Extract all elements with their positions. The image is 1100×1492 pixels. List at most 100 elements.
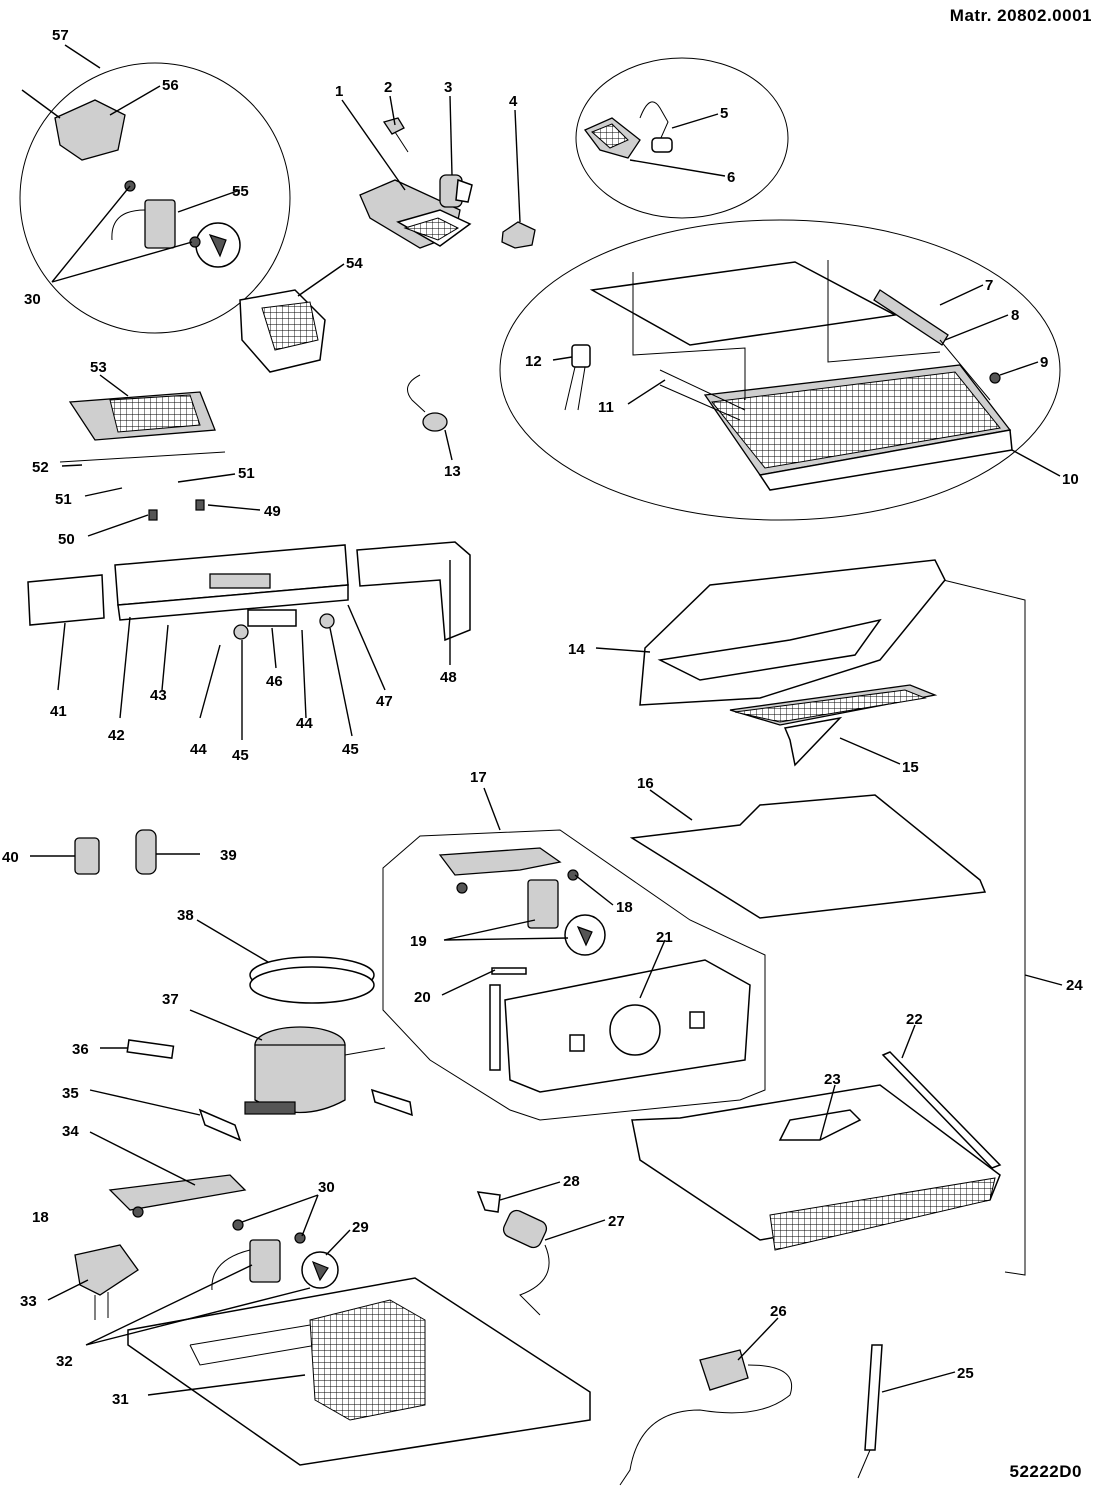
callout-55: 55 xyxy=(232,183,249,200)
part-door-switch xyxy=(583,101,673,159)
callout-40: 40 xyxy=(2,849,19,866)
part-compressor-ring xyxy=(249,956,375,1004)
callout-49: 49 xyxy=(264,503,281,520)
part-lamp-holder xyxy=(501,221,536,249)
callout-23: 23 xyxy=(824,1071,841,1088)
callout-10: 10 xyxy=(1062,471,1079,488)
callout-21: 21 xyxy=(656,929,673,946)
part-spring xyxy=(195,499,205,511)
part-control-panel xyxy=(114,544,349,627)
leader-lines xyxy=(21,44,1063,1396)
part-nut xyxy=(567,869,579,881)
callout-36: 36 xyxy=(72,1041,89,1058)
part-condenser xyxy=(309,1299,426,1421)
callout-14: 14 xyxy=(568,641,585,658)
part-fan-motor xyxy=(438,847,562,929)
callout-54: 54 xyxy=(346,255,363,272)
callout-53: 53 xyxy=(90,359,107,376)
part-fan-blade xyxy=(564,914,606,956)
callout-8: 8 xyxy=(1011,307,1019,324)
callout-33: 33 xyxy=(20,1293,37,1310)
callout-50: 50 xyxy=(58,531,75,548)
callout-15: 15 xyxy=(902,759,919,776)
callout-18-compressor: 18 xyxy=(32,1209,49,1226)
part-knob xyxy=(233,624,249,640)
callout-22: 22 xyxy=(906,1011,923,1028)
detail-oval-lamp xyxy=(575,57,789,219)
part-panel-end-left xyxy=(27,574,105,626)
part-grommet-strip xyxy=(126,1039,175,1059)
callout-39: 39 xyxy=(220,847,237,864)
callout-56: 56 xyxy=(162,77,179,94)
callout-38: 38 xyxy=(177,907,194,924)
callout-43: 43 xyxy=(150,687,167,704)
callout-7: 7 xyxy=(985,277,993,294)
part-drip-tray xyxy=(629,794,987,919)
part-thermostat-capillary xyxy=(857,1344,883,1479)
part-thermostat-probe xyxy=(873,289,991,401)
part-evaporator xyxy=(703,364,1013,491)
part-compressor xyxy=(244,1026,386,1115)
callout-51-right: 51 xyxy=(238,465,255,482)
part-condenser-fan-blade xyxy=(301,1251,339,1289)
part-relay xyxy=(74,1244,139,1320)
callout-57: 57 xyxy=(52,27,69,44)
callout-4: 4 xyxy=(509,93,518,110)
part-power-cord xyxy=(619,1349,792,1486)
part-evaporator-cover-sheet xyxy=(589,261,898,346)
part-shroud-strip xyxy=(491,967,527,975)
callout-52: 52 xyxy=(32,459,49,476)
drawing-code: 52222D0 xyxy=(1009,1462,1082,1481)
callout-28: 28 xyxy=(563,1173,580,1190)
callout-37: 37 xyxy=(162,991,179,1008)
callout-9: 9 xyxy=(1040,354,1048,371)
callout-48: 48 xyxy=(440,669,457,686)
part-compressor-foot xyxy=(198,1108,242,1142)
drawing-serial-number: Matr. 20802.0001 xyxy=(949,6,1092,25)
callout-labels: 1 2 3 4 5 6 7 8 9 10 11 12 13 14 15 16 1… xyxy=(2,27,1083,1408)
callout-30-compressor: 30 xyxy=(318,1179,335,1196)
callout-51-left: 51 xyxy=(55,491,72,508)
callout-45-left: 45 xyxy=(232,747,249,764)
part-fan-cover-grille xyxy=(239,289,326,373)
part-evaporator-connector xyxy=(564,344,591,411)
callout-11: 11 xyxy=(598,399,614,416)
part-bushing xyxy=(74,837,100,875)
detail-circle-fan-motor xyxy=(19,62,291,334)
part-spring xyxy=(148,509,158,521)
callout-42: 42 xyxy=(108,727,125,744)
callout-47: 47 xyxy=(376,693,393,710)
part-knob xyxy=(319,613,335,629)
callout-13: 13 xyxy=(444,463,461,480)
part-clip xyxy=(989,372,1001,384)
part-nut xyxy=(132,1206,144,1218)
part-capacitor xyxy=(476,1191,550,1316)
part-screw xyxy=(382,117,409,153)
callout-17: 17 xyxy=(470,769,487,786)
part-compressor-foot xyxy=(370,1088,413,1117)
detail-oval-evaporator xyxy=(499,219,1061,521)
part-light-diffuser xyxy=(359,179,472,249)
callout-34: 34 xyxy=(62,1123,79,1140)
callout-24: 24 xyxy=(1066,977,1083,994)
callout-12: 12 xyxy=(525,353,542,370)
part-drawer-rail xyxy=(881,1051,1002,1169)
part-evaporator-plate xyxy=(729,684,938,767)
callout-30-fan-circle: 30 xyxy=(24,291,41,308)
callout-44-right: 44 xyxy=(296,715,313,732)
callout-19: 19 xyxy=(410,933,427,950)
callout-45-right: 45 xyxy=(342,741,359,758)
callout-32: 32 xyxy=(56,1353,73,1370)
part-thermostat-bracket xyxy=(68,391,216,441)
callout-46: 46 xyxy=(266,673,283,690)
callout-31: 31 xyxy=(112,1391,129,1408)
part-nut xyxy=(232,1219,244,1231)
assembly-lines-evaporator xyxy=(632,260,941,400)
part-shaft xyxy=(59,451,226,463)
callout-18-fan-unit: 18 xyxy=(616,899,633,916)
part-condenser-fan-motor xyxy=(211,1239,281,1291)
part-shroud-strip xyxy=(489,984,501,1071)
callout-1: 1 xyxy=(335,83,343,100)
part-nut xyxy=(456,882,468,894)
